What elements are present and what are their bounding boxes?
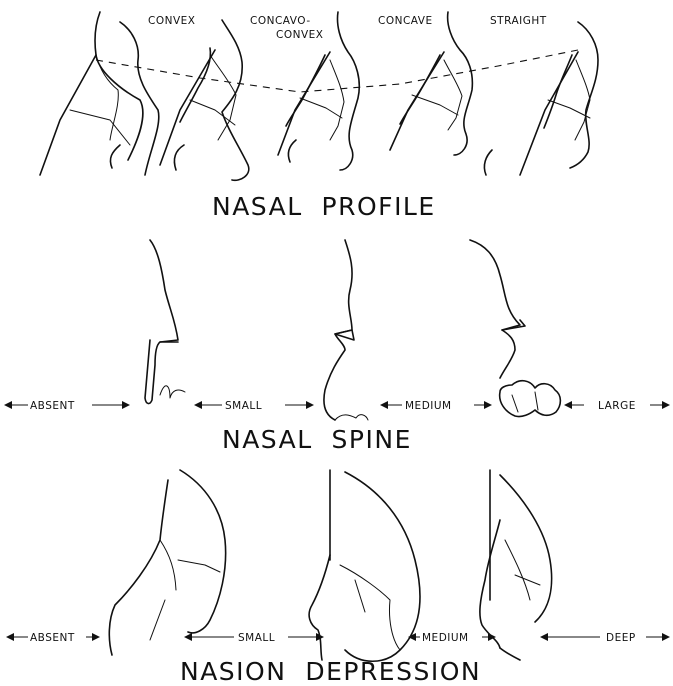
profile-label-concave: CONCAVE	[378, 15, 433, 27]
nasion-depression-section: ABSENT SMALL MEDIUM DEEP NASION DEPRESSI…	[6, 470, 670, 686]
profile-concave-2-skull	[390, 12, 492, 175]
nasion-medium-skull	[480, 470, 552, 660]
spine-label-small: SMALL	[225, 400, 262, 412]
spine-absent-skull	[145, 240, 185, 404]
nasal-spine-section: ABSENT SMALL MEDIUM LARGE NASAL SPINE	[4, 240, 670, 454]
profile-label-concavo-convex-2: CONVEX	[276, 29, 323, 41]
nasal-spine-title: NASAL SPINE	[222, 425, 412, 454]
profile-label-straight: STRAIGHT	[490, 15, 547, 27]
nasion-absent-skull	[109, 470, 225, 655]
nasion-label-deep: DEEP	[606, 632, 636, 644]
profile-straight-skull	[520, 22, 598, 175]
profile-dashed-line	[96, 50, 578, 92]
spine-medium-skull	[470, 240, 560, 417]
spine-label-large: LARGE	[598, 400, 636, 412]
spine-label-medium: MEDIUM	[405, 400, 452, 412]
nasion-depression-title: NASION DEPRESSION	[180, 657, 481, 686]
spine-small-skull	[324, 240, 368, 420]
nasion-arrow-deep	[540, 633, 670, 641]
nasal-profile-section: CONVEX CONCAVO- CONVEX CONCAVE STRAIGHT …	[40, 12, 598, 221]
nasal-profile-title: NASAL PROFILE	[212, 192, 436, 221]
nasion-label-small: SMALL	[238, 632, 275, 644]
nasion-small-skull	[309, 470, 420, 661]
profile-label-convex: CONVEX	[148, 15, 195, 27]
profile-convex-skull	[40, 12, 159, 175]
spine-label-absent: ABSENT	[30, 400, 75, 412]
profile-concavo-convex-skull	[160, 20, 249, 180]
profile-label-concavo-convex-1: CONCAVO-	[250, 15, 311, 27]
nasion-label-absent: ABSENT	[30, 632, 75, 644]
nasion-label-medium: MEDIUM	[422, 632, 469, 644]
